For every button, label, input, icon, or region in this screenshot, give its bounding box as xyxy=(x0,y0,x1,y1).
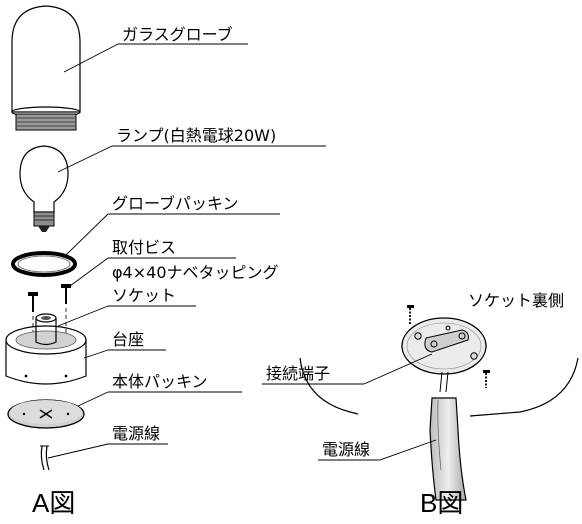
base-with-socket xyxy=(5,313,87,385)
mount-screw-right xyxy=(61,284,71,340)
leader-body-packing xyxy=(77,391,109,407)
caption-b: B図 xyxy=(420,488,463,518)
caption-a: A図 xyxy=(32,488,75,518)
leader-base xyxy=(83,349,109,359)
leader-glass-globe xyxy=(63,43,119,73)
leader-globe-packing xyxy=(65,213,109,256)
body-packing xyxy=(7,399,85,429)
lamp-bulb xyxy=(19,145,69,232)
label-socket-back: ソケット裏側 xyxy=(468,291,564,310)
housing-arc-right xyxy=(469,357,579,417)
leader-lamp xyxy=(57,145,113,173)
label-terminal: 接続端子 xyxy=(266,364,330,383)
label-power-cord-a: 電源線 xyxy=(112,424,160,443)
label-globe-packing: グローブパッキン xyxy=(112,194,239,213)
power-cord-a xyxy=(40,445,50,471)
leader-terminal xyxy=(363,353,433,385)
glass-globe xyxy=(11,5,81,131)
leader-power-cord-b xyxy=(379,439,437,461)
leader-mount-screw xyxy=(69,257,109,287)
leader-socket xyxy=(57,305,109,327)
label-screw-spec: φ4×40ナベタッピング xyxy=(112,263,279,282)
label-mount-screw: 取付ビス xyxy=(112,238,176,257)
housing-arc-left xyxy=(299,357,359,415)
label-lamp: ランプ(白熱電球20W) xyxy=(116,126,276,145)
leader-power-cord-a xyxy=(47,443,109,459)
label-power-cord-b: 電源線 xyxy=(322,440,370,459)
socket-back xyxy=(401,317,487,393)
label-body-packing: 本体パッキン xyxy=(112,372,208,391)
screw-b-left xyxy=(407,305,414,324)
screw-b-right xyxy=(483,370,490,388)
globe-packing xyxy=(11,251,77,277)
label-glass-globe: ガラスグローブ xyxy=(122,25,233,44)
label-socket: ソケット xyxy=(112,286,176,305)
power-cord-b xyxy=(429,397,467,501)
label-base: 台座 xyxy=(112,330,144,349)
